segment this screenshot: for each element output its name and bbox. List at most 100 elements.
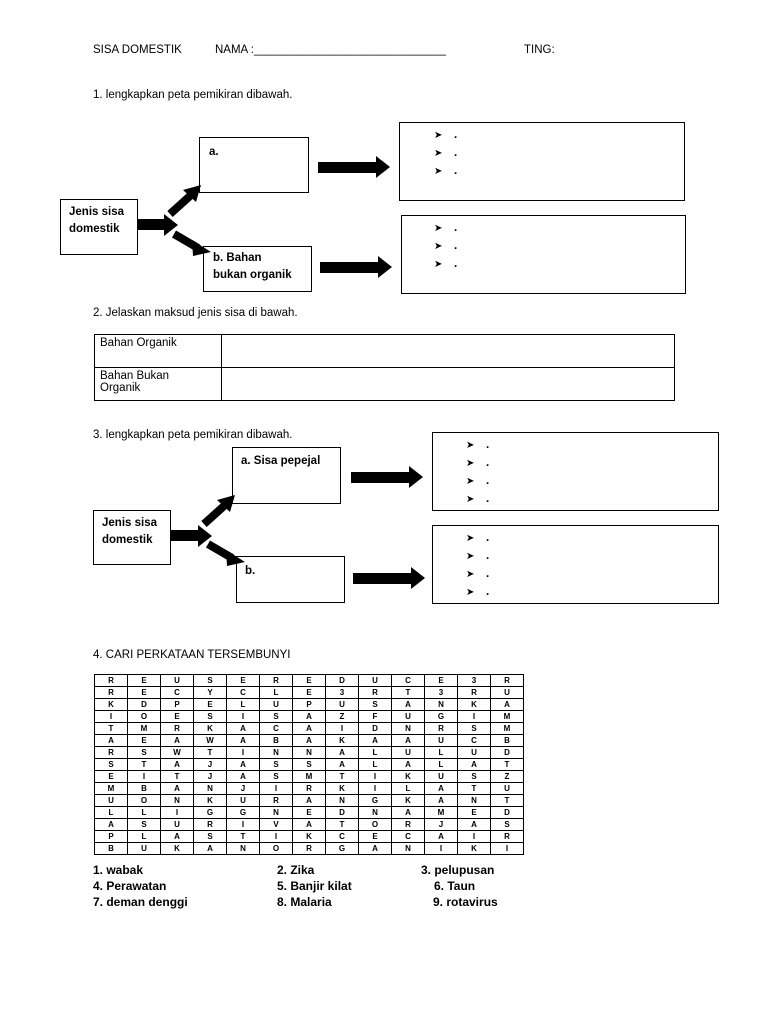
grid-cell[interactable]: G — [424, 710, 458, 723]
grid-cell[interactable]: A — [457, 758, 491, 771]
q3-branch-b-box[interactable]: b. — [236, 556, 345, 603]
grid-cell[interactable]: S — [193, 830, 227, 843]
grid-cell[interactable]: K — [193, 794, 227, 807]
grid-cell[interactable]: U — [490, 782, 524, 795]
grid-cell[interactable]: C — [391, 674, 425, 687]
grid-cell[interactable]: N — [325, 794, 359, 807]
grid-cell[interactable]: G — [193, 806, 227, 819]
grid-cell[interactable]: I — [457, 830, 491, 843]
grid-cell[interactable]: A — [391, 806, 425, 819]
grid-cell[interactable]: A — [358, 734, 392, 747]
grid-cell[interactable]: N — [358, 806, 392, 819]
grid-cell[interactable]: U — [94, 794, 128, 807]
grid-cell[interactable]: B — [94, 842, 128, 855]
grid-cell[interactable]: M — [292, 770, 326, 783]
grid-cell[interactable]: L — [424, 758, 458, 771]
grid-cell[interactable]: B — [259, 734, 293, 747]
grid-cell[interactable]: S — [193, 710, 227, 723]
grid-cell[interactable]: S — [94, 758, 128, 771]
grid-cell[interactable]: K — [457, 842, 491, 855]
grid-cell[interactable]: B — [127, 782, 161, 795]
grid-cell[interactable]: S — [259, 758, 293, 771]
grid-cell[interactable]: K — [94, 698, 128, 711]
grid-cell[interactable]: S — [457, 770, 491, 783]
grid-cell[interactable]: D — [490, 806, 524, 819]
grid-cell[interactable]: R — [94, 746, 128, 759]
grid-cell[interactable]: N — [226, 842, 260, 855]
grid-cell[interactable]: V — [259, 818, 293, 831]
q1-answer-box-b[interactable]: ➤. ➤. ➤. — [401, 215, 686, 294]
grid-cell[interactable]: A — [226, 722, 260, 735]
grid-cell[interactable]: A — [292, 710, 326, 723]
grid-cell[interactable]: R — [292, 782, 326, 795]
q3-answer-box-a[interactable]: ➤. ➤. ➤. ➤. — [432, 432, 719, 511]
grid-cell[interactable]: E — [226, 674, 260, 687]
grid-cell[interactable]: 3 — [325, 686, 359, 699]
grid-cell[interactable]: J — [424, 818, 458, 831]
grid-cell[interactable]: U — [160, 818, 194, 831]
grid-cell[interactable]: N — [259, 806, 293, 819]
grid-cell[interactable]: C — [457, 734, 491, 747]
grid-cell[interactable]: S — [259, 770, 293, 783]
grid-cell[interactable]: T — [94, 722, 128, 735]
grid-cell[interactable]: L — [358, 758, 392, 771]
grid-cell[interactable]: A — [391, 758, 425, 771]
grid-cell[interactable]: I — [358, 782, 392, 795]
grid-cell[interactable]: T — [226, 830, 260, 843]
grid-cell[interactable]: O — [127, 794, 161, 807]
grid-cell[interactable]: A — [292, 734, 326, 747]
grid-cell[interactable]: O — [127, 710, 161, 723]
grid-cell[interactable]: S — [358, 698, 392, 711]
grid-cell[interactable]: R — [424, 722, 458, 735]
grid-cell[interactable]: L — [226, 698, 260, 711]
grid-cell[interactable]: U — [424, 770, 458, 783]
grid-cell[interactable]: I — [127, 770, 161, 783]
grid-cell[interactable]: K — [391, 794, 425, 807]
grid-cell[interactable]: I — [358, 770, 392, 783]
grid-cell[interactable]: N — [259, 746, 293, 759]
grid-cell[interactable]: K — [325, 782, 359, 795]
grid-cell[interactable]: C — [391, 830, 425, 843]
grid-cell[interactable]: E — [94, 770, 128, 783]
grid-cell[interactable]: E — [193, 698, 227, 711]
grid-cell[interactable]: C — [160, 686, 194, 699]
grid-cell[interactable]: J — [193, 770, 227, 783]
grid-cell[interactable]: I — [94, 710, 128, 723]
answer-cell[interactable] — [221, 334, 675, 368]
grid-cell[interactable]: U — [490, 686, 524, 699]
grid-cell[interactable]: L — [94, 806, 128, 819]
grid-cell[interactable]: R — [490, 830, 524, 843]
grid-cell[interactable]: T — [325, 770, 359, 783]
grid-cell[interactable]: T — [127, 758, 161, 771]
grid-cell[interactable]: I — [160, 806, 194, 819]
grid-cell[interactable]: M — [490, 710, 524, 723]
grid-cell[interactable]: D — [325, 806, 359, 819]
grid-cell[interactable]: Z — [325, 710, 359, 723]
grid-cell[interactable]: E — [424, 674, 458, 687]
grid-cell[interactable]: M — [127, 722, 161, 735]
grid-cell[interactable]: K — [193, 722, 227, 735]
grid-cell[interactable]: L — [127, 830, 161, 843]
grid-cell[interactable]: N — [391, 722, 425, 735]
grid-cell[interactable]: R — [391, 818, 425, 831]
grid-cell[interactable]: N — [457, 794, 491, 807]
grid-cell[interactable]: E — [292, 674, 326, 687]
grid-cell[interactable]: U — [424, 734, 458, 747]
grid-cell[interactable]: N — [424, 698, 458, 711]
grid-cell[interactable]: R — [259, 794, 293, 807]
grid-cell[interactable]: Y — [193, 686, 227, 699]
grid-cell[interactable]: C — [259, 722, 293, 735]
grid-cell[interactable]: A — [226, 734, 260, 747]
grid-cell[interactable]: N — [160, 794, 194, 807]
grid-cell[interactable]: A — [94, 818, 128, 831]
grid-cell[interactable]: A — [391, 734, 425, 747]
grid-cell[interactable]: O — [358, 818, 392, 831]
grid-cell[interactable]: K — [160, 842, 194, 855]
grid-cell[interactable]: N — [391, 842, 425, 855]
grid-cell[interactable]: L — [127, 806, 161, 819]
grid-cell[interactable]: R — [160, 722, 194, 735]
grid-cell[interactable]: E — [127, 686, 161, 699]
grid-cell[interactable]: I — [226, 818, 260, 831]
grid-cell[interactable]: R — [490, 674, 524, 687]
grid-cell[interactable]: S — [292, 758, 326, 771]
